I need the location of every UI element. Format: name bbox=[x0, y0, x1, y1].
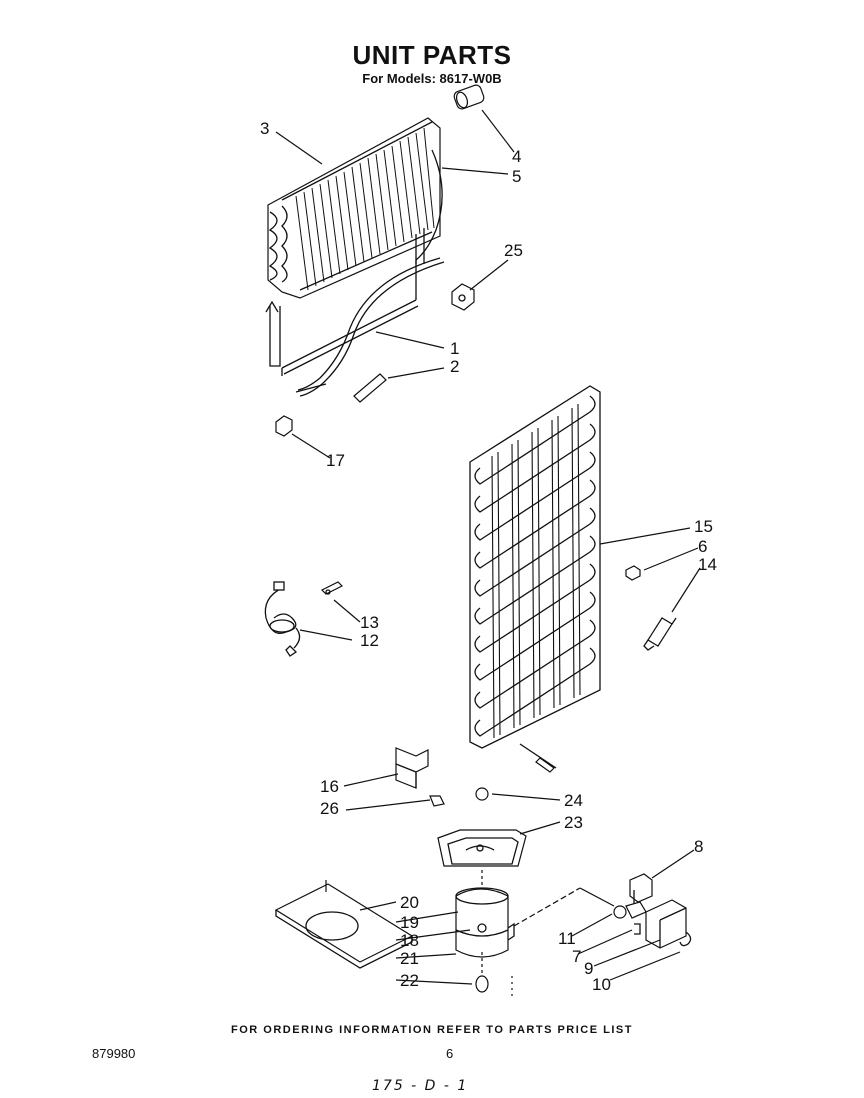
callout-3: 3 bbox=[260, 119, 269, 138]
grommet-part-22 bbox=[475, 975, 489, 993]
wire-harness-part bbox=[264, 581, 301, 657]
leader-lines bbox=[275, 109, 701, 985]
callout-4: 4 bbox=[512, 147, 521, 166]
callout-2: 2 bbox=[450, 357, 459, 376]
page-title: UNIT PARTS bbox=[352, 40, 512, 70]
callout-13: 13 bbox=[360, 613, 379, 632]
callout-20: 20 bbox=[400, 893, 419, 912]
base-plate-part bbox=[274, 880, 414, 969]
ordering-note: FOR ORDERING INFORMATION REFER TO PARTS … bbox=[231, 1024, 633, 1036]
drain-tube-part bbox=[353, 373, 387, 403]
callout-15: 15 bbox=[694, 517, 713, 536]
callout-17: 17 bbox=[326, 451, 345, 470]
handwritten-note: 175 - D - 1 bbox=[372, 1078, 469, 1094]
callout-22: 22 bbox=[400, 971, 419, 990]
bracket-part-16 bbox=[395, 747, 429, 789]
nut-part-24 bbox=[475, 787, 489, 801]
callout-24: 24 bbox=[564, 791, 583, 810]
clip-part-13 bbox=[320, 581, 344, 595]
screw-part-26 bbox=[429, 795, 445, 807]
callout-1: 1 bbox=[450, 339, 459, 358]
condenser-part bbox=[469, 385, 601, 773]
compressor-part bbox=[455, 870, 615, 974]
drain-pan-part bbox=[437, 829, 527, 867]
callout-labels: 3 4 5 25 1 2 17 15 6 14 13 12 16 26 24 2… bbox=[260, 119, 717, 994]
clip-part-25 bbox=[451, 283, 475, 311]
heater-wire-part bbox=[265, 149, 445, 397]
evaporator-part bbox=[267, 117, 441, 299]
callout-21: 21 bbox=[400, 949, 419, 968]
callout-23: 23 bbox=[564, 813, 583, 832]
callout-9: 9 bbox=[584, 959, 593, 978]
callout-26: 26 bbox=[320, 799, 339, 818]
sleeve-part bbox=[453, 84, 485, 110]
callout-5: 5 bbox=[512, 167, 521, 186]
callout-19: 19 bbox=[400, 913, 419, 932]
callout-7: 7 bbox=[572, 947, 581, 966]
callout-11: 11 bbox=[558, 929, 576, 948]
callout-14: 14 bbox=[698, 555, 717, 574]
cover-part bbox=[645, 899, 692, 949]
clip-part-17 bbox=[275, 415, 293, 437]
models-subtitle: For Models: 8617-W0B bbox=[362, 71, 502, 86]
callout-8: 8 bbox=[694, 837, 703, 856]
callout-6: 6 bbox=[698, 537, 707, 556]
clip-part-6 bbox=[625, 565, 641, 581]
callout-16: 16 bbox=[320, 777, 339, 796]
document-number: 879980 bbox=[92, 1046, 136, 1061]
callout-10: 10 bbox=[592, 975, 611, 994]
callout-18: 18 bbox=[400, 931, 419, 950]
relay-part bbox=[613, 873, 653, 935]
callout-25: 25 bbox=[504, 241, 523, 260]
callout-12: 12 bbox=[360, 631, 379, 650]
page-number: 6 bbox=[446, 1046, 454, 1061]
drier-part bbox=[643, 617, 677, 651]
